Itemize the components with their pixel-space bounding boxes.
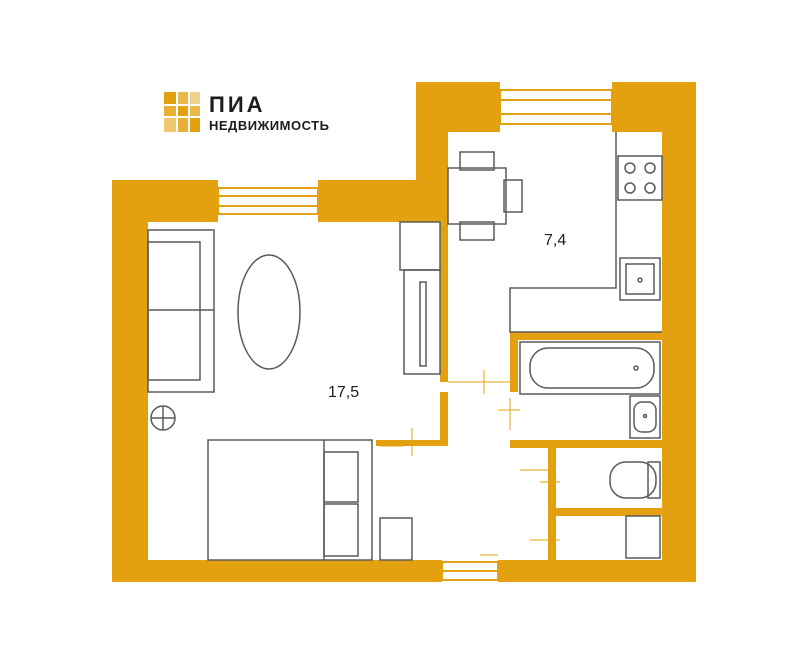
desk-icon <box>399 221 441 375</box>
living-room-area-label: 17,5 <box>328 384 360 401</box>
oval-rug-icon <box>237 254 301 370</box>
walls <box>112 82 696 582</box>
door-swings <box>380 370 560 556</box>
washbasin-icon <box>629 395 661 439</box>
kitchen-area-label: 7,4 <box>544 232 567 249</box>
stove-icon <box>617 155 663 201</box>
kitchen-sink-icon <box>619 257 661 301</box>
bathtub-icon <box>519 341 661 395</box>
brand-name: ПИА <box>209 92 266 117</box>
bed-icon <box>207 439 373 561</box>
nightstand-icon <box>379 517 413 561</box>
logo-mark-icon <box>164 92 200 132</box>
kitchen-counter <box>509 132 662 333</box>
brand-subtitle: НЕДВИЖИМОСТЬ <box>209 118 330 133</box>
toilet-icon <box>609 461 661 499</box>
windows <box>217 89 613 581</box>
washing-machine-icon <box>625 515 661 559</box>
floor-lamp-icon <box>150 405 176 431</box>
dining-table-icon <box>447 151 523 241</box>
sofa-icon <box>147 229 215 393</box>
